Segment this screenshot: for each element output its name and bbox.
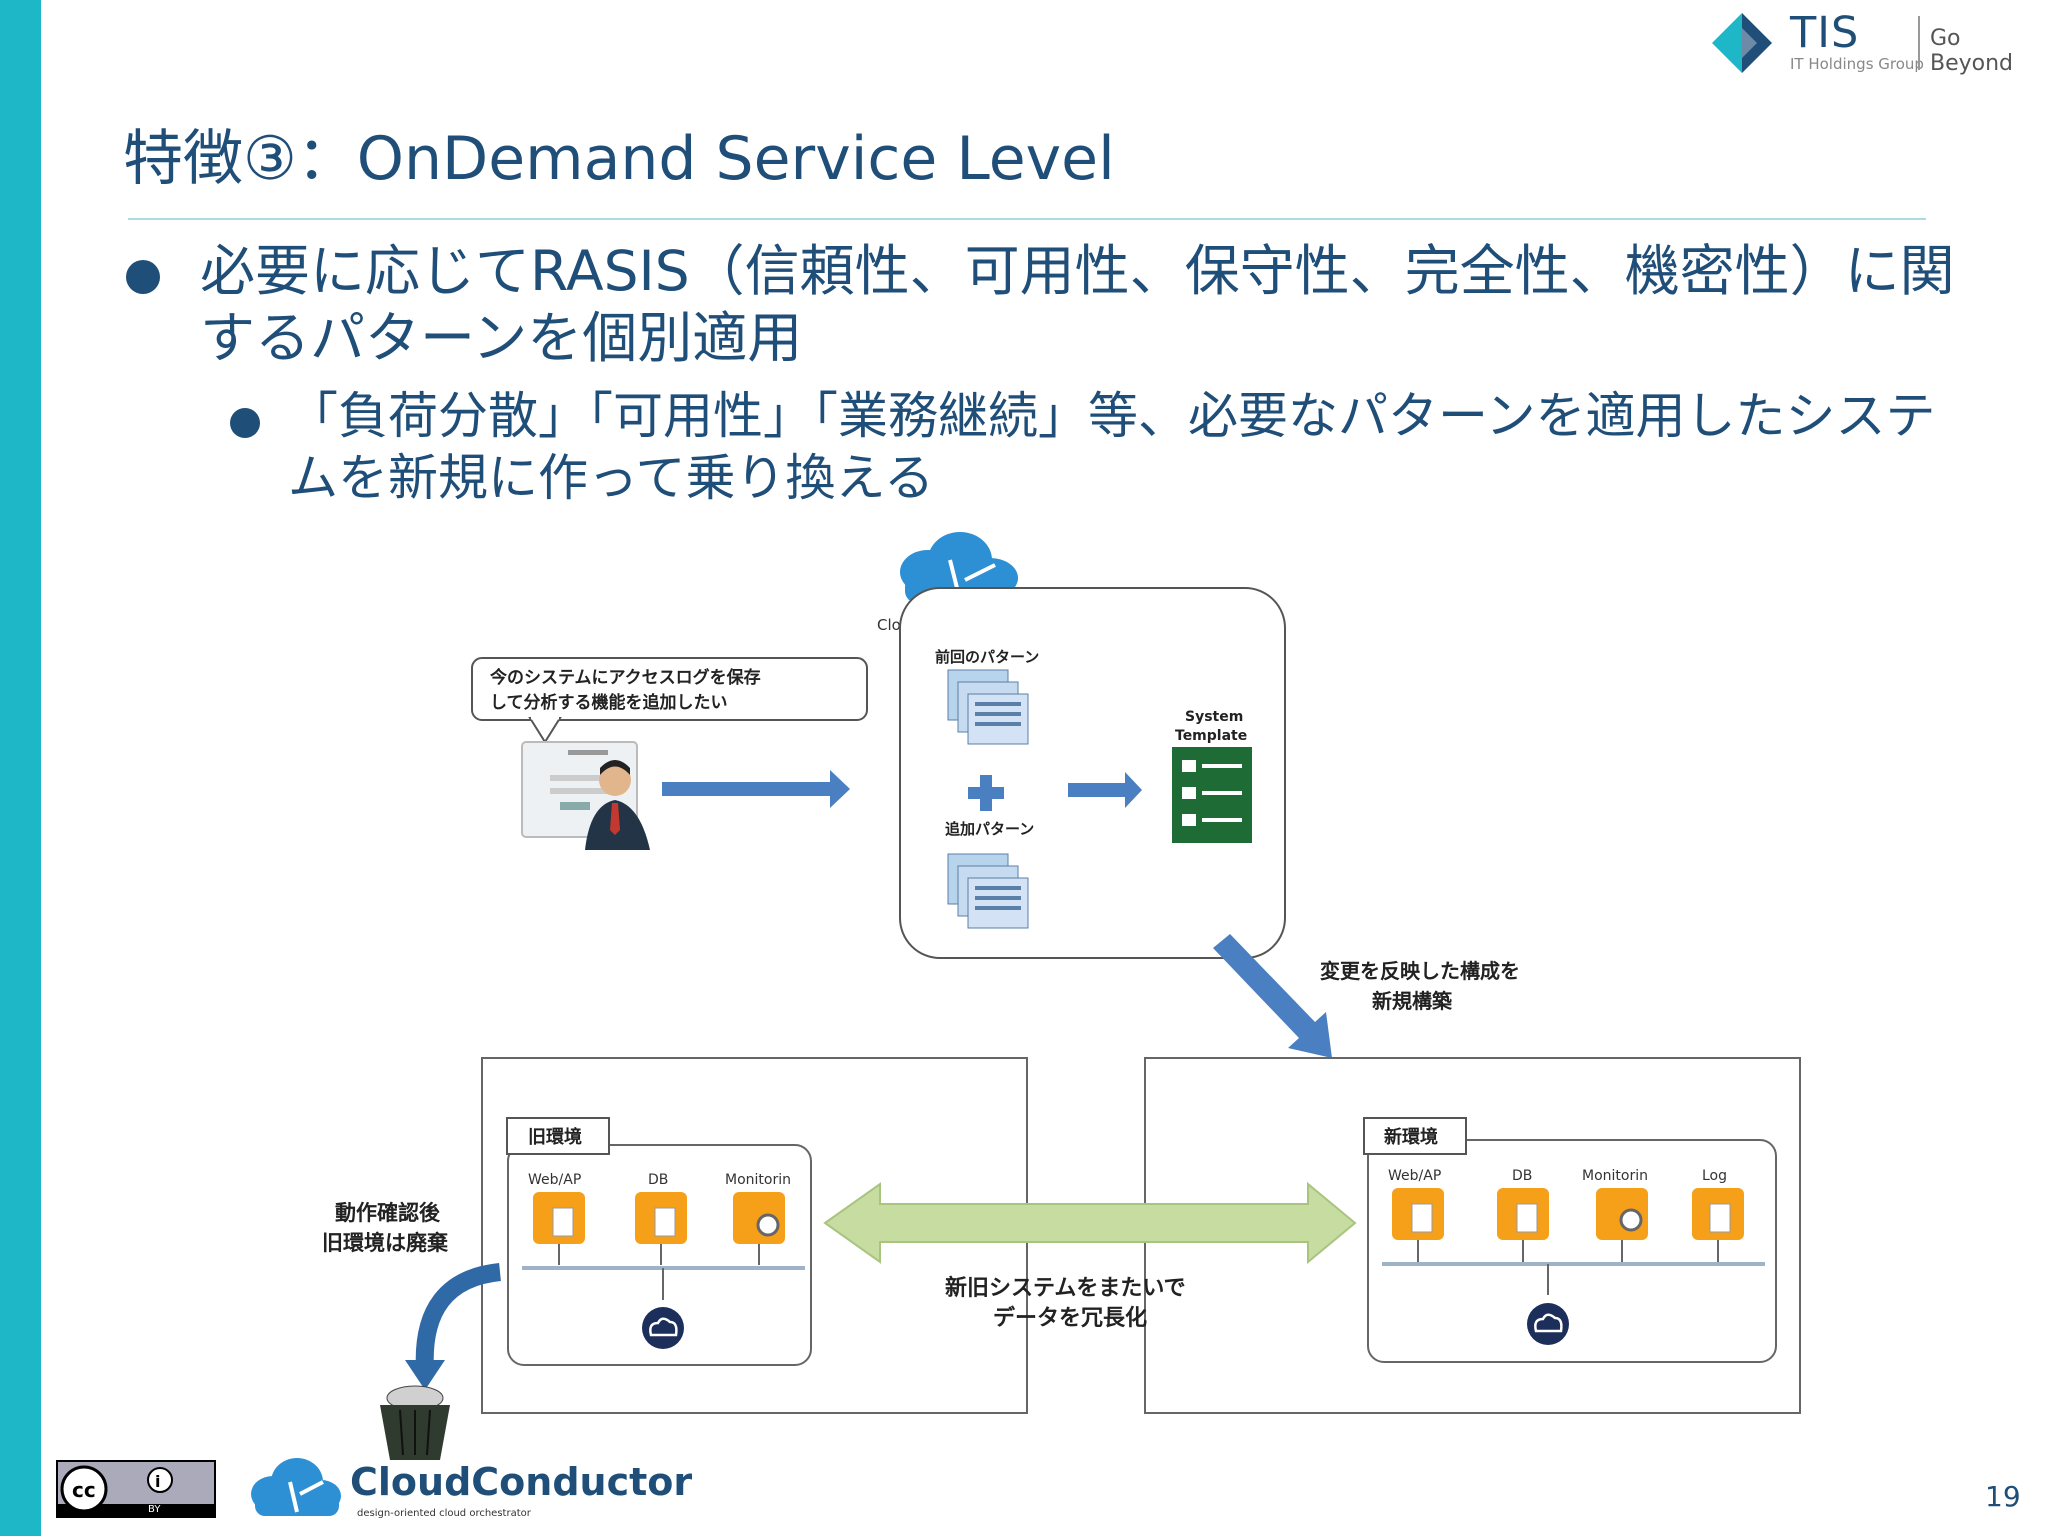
old-env-label: 旧環境 (528, 1126, 582, 1148)
redundancy-label-2: データを冗長化 (993, 1305, 1147, 1331)
redundancy-double-arrow (823, 1181, 1357, 1265)
discard-arrow (415, 1263, 502, 1371)
footer-logo-cloud: Cloud (350, 1460, 472, 1504)
footer-cloud-icon (251, 1458, 341, 1516)
new-monitoring-label: Monitorin (1582, 1168, 1648, 1184)
cc-by-label: BY (148, 1504, 161, 1515)
new-webap-icon (1392, 1188, 1444, 1262)
old-cloud-node-icon (642, 1307, 684, 1349)
bullet-dot (126, 260, 160, 294)
redundancy-label-1: 新旧システムをまたいで (945, 1275, 1186, 1301)
build-label-1: 変更を反映した構成を (1320, 959, 1520, 983)
brand-name: TIS (1790, 8, 1860, 58)
new-env-inner (1367, 1139, 1777, 1363)
trash-bin-icon (380, 1385, 450, 1460)
discard-arrow-head (405, 1360, 445, 1390)
speech-bubble (471, 657, 868, 744)
svg-text:cc: cc (72, 1478, 96, 1502)
arrow-to-template (1068, 772, 1142, 808)
prev-pattern-stack-icon (947, 669, 1029, 745)
new-cloud-node-icon (1527, 1303, 1569, 1345)
system-diagram: CloudConductor 今のシステムにアクセスログを保存 して分析する機能… (322, 532, 1801, 1460)
add-pattern-stack-icon (947, 853, 1029, 929)
speech-line-1: 今のシステムにアクセスログを保存 (490, 667, 761, 688)
template-label-2: Template (1175, 728, 1247, 744)
arrow-build-new (1213, 934, 1332, 1058)
old-db-icon (635, 1192, 687, 1265)
footer-logo-conductor: Conductor (471, 1460, 693, 1504)
old-monitoring-label: Monitorin (725, 1172, 791, 1188)
page-number: 19 (1985, 1480, 2021, 1513)
discard-label-2: 旧環境は廃棄 (322, 1231, 449, 1255)
new-env-label: 新環境 (1384, 1126, 1438, 1148)
add-pattern-label: 追加パターン (945, 820, 1034, 838)
discard-label-1: 動作確認後 (335, 1201, 441, 1225)
bullet-text-2: 「負荷分散」「可用性」「業務継続」等、必要なパターンを適用したシステムを新規に作… (288, 387, 1936, 507)
template-label-1: System (1185, 709, 1243, 725)
new-monitoring-icon (1596, 1188, 1648, 1262)
footer-logo-tagline: design-oriented cloud orchestrator (357, 1508, 531, 1519)
new-log-label: Log (1702, 1168, 1727, 1184)
old-env-tag (506, 1117, 610, 1155)
new-db-label: DB (1512, 1168, 1532, 1184)
slide-title: 特徴③：OnDemand Service Level (123, 124, 1115, 194)
cloudconductor-cloud-icon (900, 532, 1018, 603)
old-monitoring-icon (733, 1192, 785, 1265)
brand-tagline: Go Beyond (1930, 26, 2014, 76)
new-env-tag (1363, 1117, 1467, 1155)
old-webap-label: Web/AP (528, 1172, 581, 1188)
arrow-to-cloud (662, 770, 850, 808)
system-template-icon (1172, 747, 1252, 843)
side-accent-bar (0, 0, 41, 1536)
old-db-label: DB (648, 1172, 668, 1188)
bullet-text-1: 必要に応じてRASIS（信頼性、可用性、保守性、完全性、機密性）に関するパターン… (200, 239, 1955, 370)
bullet-dot (230, 408, 260, 438)
cloudconductor-footer-logo: CloudConductor design-oriented cloud orc… (245, 1452, 692, 1526)
new-db-icon (1497, 1188, 1549, 1262)
prev-pattern-label: 前回のパターン (935, 648, 1039, 666)
tis-logo-icon (1712, 13, 1772, 73)
build-label-2: 新規構築 (1372, 989, 1453, 1013)
new-webap-label: Web/AP (1388, 1168, 1441, 1184)
old-webap-icon (533, 1192, 585, 1265)
new-log-icon (1692, 1188, 1744, 1262)
title-divider (128, 218, 1926, 220)
speech-line-2: して分析する機能を追加したい (490, 692, 728, 713)
brand-sub: IT Holdings Group (1790, 55, 1924, 73)
plus-icon (968, 775, 1004, 811)
svg-text:i: i (155, 1472, 160, 1491)
header-divider (1918, 16, 1920, 70)
creative-commons-badge-icon: cc i (56, 1460, 216, 1518)
user-at-screen-icon (521, 741, 650, 850)
